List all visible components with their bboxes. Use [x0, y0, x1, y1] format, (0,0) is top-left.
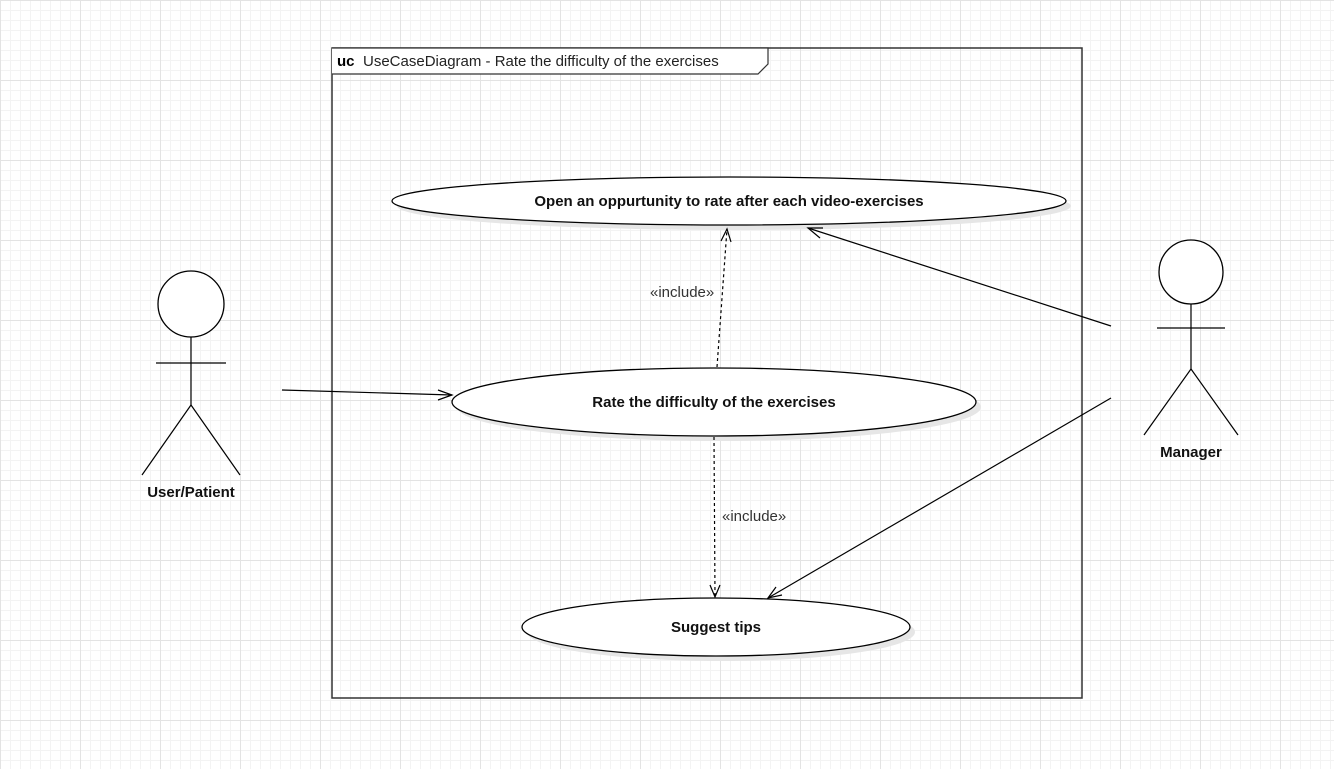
- association-manager-suggest[interactable]: [766, 397, 1112, 599]
- use-case-open-rating[interactable]: Open an oppurtunity to rate after each v…: [391, 176, 1071, 230]
- use-case-suggest-tips[interactable]: Suggest tips: [521, 597, 915, 661]
- include-stereotype-label: «include»: [650, 284, 714, 301]
- use-case-label: Open an oppurtunity to rate after each v…: [534, 193, 923, 210]
- actor-label: User/Patient: [147, 484, 235, 501]
- actor-user-patient[interactable]: User/Patient: [141, 270, 241, 501]
- include-arrowhead: [709, 584, 721, 599]
- frame-title: UseCaseDiagram - Rate the difficulty of …: [363, 53, 719, 70]
- association-manager-open[interactable]: [806, 227, 1112, 327]
- include-stereotype-label: «include»: [722, 508, 786, 525]
- association-arrowhead: [437, 389, 454, 401]
- diagram-frame[interactable]: uc UseCaseDiagram - Rate the difficulty …: [331, 47, 1083, 699]
- stick-figure-icon: [1143, 239, 1239, 436]
- stick-figure-icon: [141, 270, 241, 476]
- use-case-ellipse: [391, 176, 1067, 226]
- include-relation-top[interactable]: «include»: [650, 227, 732, 368]
- actor-manager[interactable]: Manager: [1143, 239, 1239, 461]
- association-line: [807, 227, 1112, 327]
- association-line: [767, 397, 1112, 599]
- use-case-ellipse: [521, 597, 911, 657]
- association-arrowhead: [806, 227, 823, 239]
- frame-keyword: uc: [337, 53, 355, 70]
- actor-label: Manager: [1160, 444, 1222, 461]
- use-case-rate-difficulty[interactable]: Rate the difficulty of the exercises: [451, 367, 981, 441]
- use-case-ellipse: [451, 367, 977, 437]
- include-relation-bottom[interactable]: «include»: [709, 436, 786, 599]
- association-line: [281, 389, 453, 396]
- association-arrowhead: [766, 586, 783, 599]
- include-dashed-line: [716, 228, 728, 368]
- frame-header-tab: [332, 47, 769, 75]
- include-dashed-line: [713, 436, 716, 598]
- association-user-rate[interactable]: [281, 389, 454, 401]
- include-arrowhead: [720, 227, 732, 243]
- use-case-label: Suggest tips: [671, 619, 761, 636]
- use-case-label: Rate the difficulty of the exercises: [592, 394, 835, 411]
